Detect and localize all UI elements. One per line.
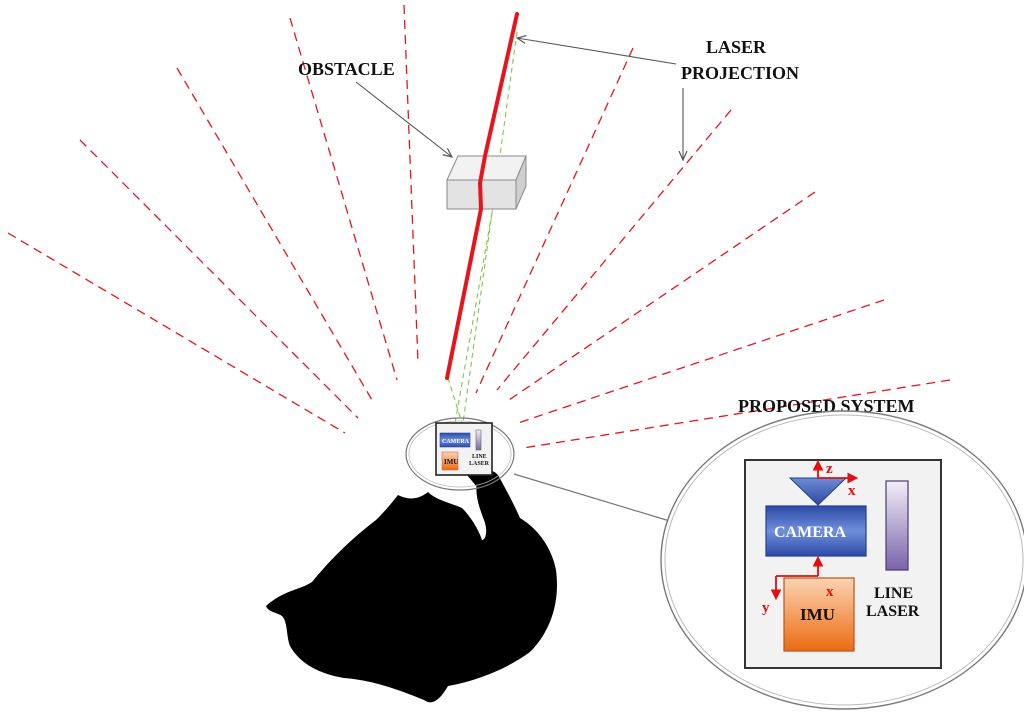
device-closeup-marker: [405, 417, 515, 491]
mini-line-label: LINE: [472, 454, 487, 460]
scan-ray: [475, 47, 634, 394]
laser-scan-rays: [7, 4, 951, 449]
camera-ray: [454, 195, 496, 424]
camera-axes: [812, 459, 859, 484]
scan-ray: [79, 139, 359, 419]
scan-ray: [517, 299, 885, 424]
mini-camera-label: CAMERA: [442, 439, 470, 445]
proposed-system-title: PROPOSED SYSTEM: [738, 396, 915, 416]
imu-label: IMU: [800, 605, 835, 624]
mini-imu-label: IMU: [444, 458, 458, 466]
imu-y-label: y: [762, 600, 770, 616]
line-laser-module: LINE LASER: [866, 480, 920, 620]
camera-x-label: x: [848, 483, 856, 499]
camera-ray: [462, 31, 518, 424]
user-silhouette: [266, 462, 557, 703]
laser-projection-line: [445, 12, 519, 380]
scan-ray: [508, 191, 816, 401]
imu-axes: [770, 555, 824, 601]
obstacle-label: OBSTACLE: [298, 59, 395, 79]
line-laser-label-line2: LASER: [866, 603, 920, 620]
scan-ray: [176, 67, 373, 401]
line-laser-label-line1: LINE: [874, 585, 913, 602]
scan-ray: [7, 232, 346, 434]
mini-device: CAMERA IMU LINE LASER: [435, 422, 493, 476]
camera-z-label: z: [826, 461, 833, 477]
laser-projection-arrow-left: [517, 38, 677, 65]
laser-projection-label-line1: LASER: [706, 37, 767, 57]
scan-ray: [522, 379, 951, 449]
scan-ray: [289, 17, 398, 381]
camera-view-rays: [447, 31, 518, 424]
camera-label: CAMERA: [774, 524, 846, 541]
zoom-connector: [513, 473, 674, 523]
scan-ray: [496, 109, 732, 391]
obstacle-box: [446, 155, 527, 210]
camera-ray: [447, 377, 463, 424]
scan-ray: [403, 4, 419, 364]
obstacle-arrow: [355, 81, 452, 157]
camera-module: CAMERA: [765, 505, 867, 557]
mini-laser-label: LASER: [469, 461, 490, 467]
laser-projection-label-line2: PROJECTION: [681, 63, 799, 83]
imu-x-label: x: [826, 584, 834, 600]
imu-module: IMU: [783, 577, 855, 652]
